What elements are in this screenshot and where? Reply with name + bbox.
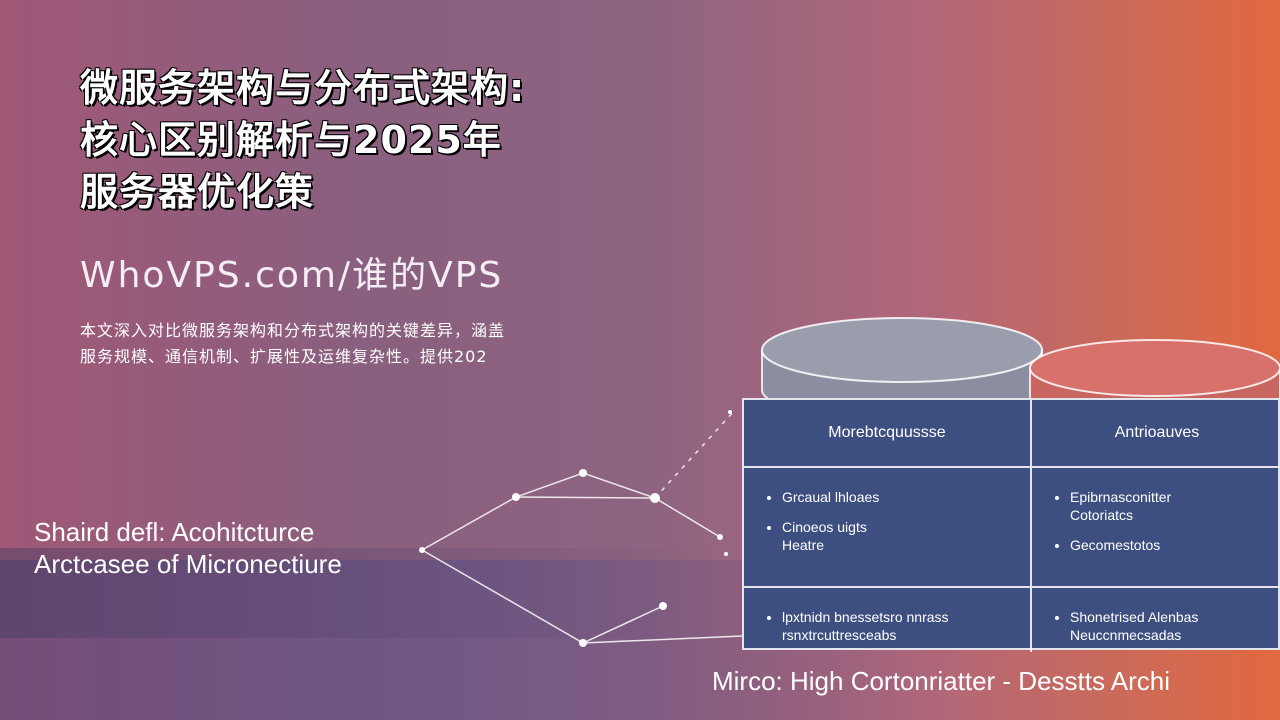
network-node (419, 547, 425, 553)
description-line: 服务规模、通信机制、扩展性及运维复杂性。提供202 (80, 347, 488, 366)
network-node (579, 639, 587, 647)
label-line: Arctcasee of Micronectiure (34, 549, 342, 579)
architecture-label: Shaird defl: Acohitcturce Arctcasee of M… (34, 516, 342, 580)
table-cell: Epibrnasconitter Cotoriatcs Gecomestotos (1032, 468, 1280, 588)
list-item: Shonetrised Alenbas Neuccnmecsadas (1070, 608, 1272, 644)
network-nodes (419, 410, 732, 647)
table-cell: Shonetrised Alenbas Neuccnmecsadas (1032, 588, 1280, 652)
network-node (728, 410, 732, 414)
label-line: Shaird defl: Acohitcturce (34, 517, 315, 547)
bottom-caption: Mirco: High Cortonriatter - Desstts Arch… (712, 666, 1171, 696)
description-line: 本文深入对比微服务架构和分布式架构的关键差异，涵盖 (80, 321, 506, 340)
network-lines (421, 409, 743, 644)
list-item: Cinoeos uigts Heatre (782, 518, 1020, 554)
page-title: 微服务架构与分布式架构: 核心区别解析与2025年 服务器优化策 (80, 62, 640, 218)
list-item: lpxtnidn bnessetsro nnrass rsnxtrcuttres… (782, 608, 1020, 644)
table-cell: Grcaual lhloaes Cinoeos uigts Heatre (744, 468, 1032, 588)
description: 本文深入对比微服务架构和分布式架构的关键差异，涵盖 服务规模、通信机制、扩展性及… (80, 318, 640, 370)
site-name: WhoVPS.com/谁的VPS (80, 255, 504, 296)
comparison-table: Morebtcquussse Antrioauves Grcaual lhloa… (742, 398, 1280, 652)
title-line: 服务器优化策 (80, 170, 315, 214)
network-node (717, 534, 723, 540)
list-item: Grcaual lhloaes (782, 488, 1020, 506)
table-header: Morebtcquussse (744, 400, 1032, 468)
title-line: 微服务架构与分布式架构: (80, 66, 526, 110)
background-band (0, 548, 720, 638)
network-node (579, 469, 587, 477)
network-node (512, 493, 520, 501)
network-node (650, 493, 660, 503)
table-header: Antrioauves (1032, 400, 1280, 468)
network-node (659, 602, 667, 610)
list-item: Epibrnasconitter Cotoriatcs (1070, 488, 1272, 524)
network-node (724, 552, 728, 556)
table-cell: lpxtnidn bnessetsro nnrass rsnxtrcuttres… (744, 588, 1032, 652)
title-line: 核心区别解析与2025年 (80, 118, 502, 162)
list-item: Gecomestotos (1070, 536, 1272, 554)
